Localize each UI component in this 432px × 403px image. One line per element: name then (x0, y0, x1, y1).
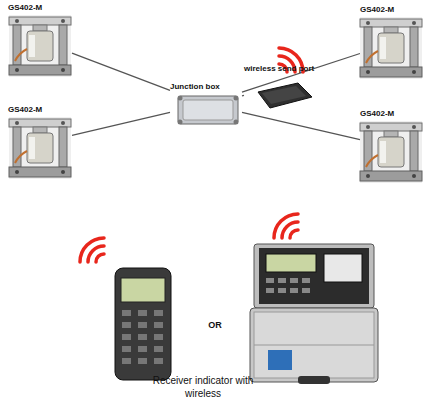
cable-line (72, 112, 170, 135)
device-node: GS402-M (8, 3, 72, 79)
load-cell (9, 117, 71, 179)
device-label: GS402-M (8, 105, 72, 115)
cable-line (242, 112, 360, 139)
load-cell (9, 15, 71, 77)
case-receiver (250, 244, 378, 384)
device-node: GS402-M (360, 5, 424, 81)
radio-waves (274, 214, 298, 238)
or-label: OR (200, 320, 230, 330)
radio-waves (80, 238, 104, 262)
cable-line (242, 95, 244, 97)
device-node: wireless send port (244, 64, 318, 110)
junction-box (178, 96, 239, 125)
device-label: wireless send port (244, 64, 318, 74)
handheld-receiver (115, 268, 171, 380)
send-port-device (258, 83, 312, 108)
device-label: GS402-M (8, 3, 72, 13)
load-cell (360, 121, 422, 183)
device-label: GS402-M (360, 5, 424, 15)
device-label: Junction box (170, 82, 242, 92)
cable-line (72, 53, 170, 90)
device-node: Junction box (170, 82, 242, 126)
device-label: GS402-M (360, 109, 424, 119)
caption: Receiver indicator with wireless (145, 374, 261, 400)
load-cell (360, 17, 422, 79)
device-node: GS402-M (360, 109, 424, 185)
device-node: GS402-M (8, 105, 72, 181)
